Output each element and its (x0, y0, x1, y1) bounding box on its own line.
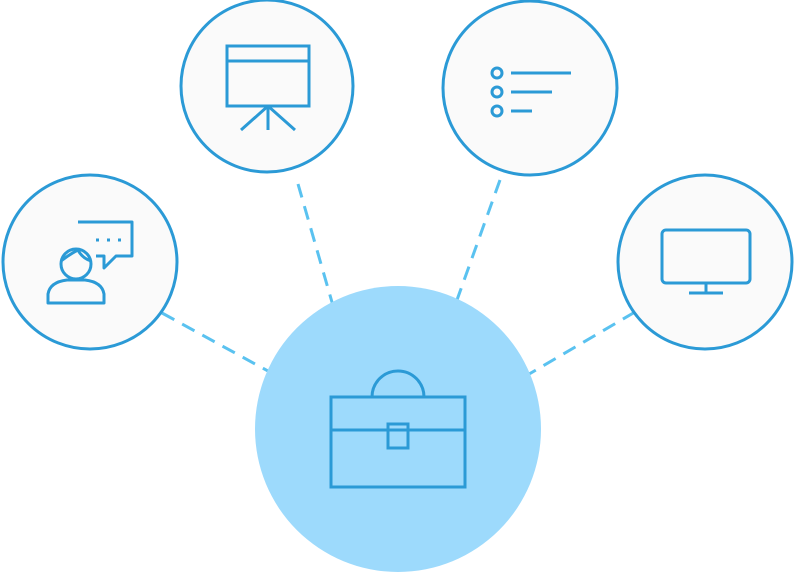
person-speech-bubble-icon (46, 220, 134, 305)
presentation-board-icon (225, 44, 311, 132)
node-checklist-circle (441, 0, 619, 177)
node-consultation (1, 173, 179, 351)
briefcase-icon (329, 369, 467, 489)
connector-consultation (161, 311, 331, 407)
node-checklist (441, 0, 619, 177)
bulleted-list-icon (490, 66, 571, 118)
hub-node (255, 286, 541, 572)
node-presentation-circle (179, 0, 355, 174)
monitor-icon (660, 228, 752, 295)
node-monitor-circle (616, 173, 794, 351)
node-monitor (616, 173, 794, 351)
node-presentation (179, 0, 355, 174)
